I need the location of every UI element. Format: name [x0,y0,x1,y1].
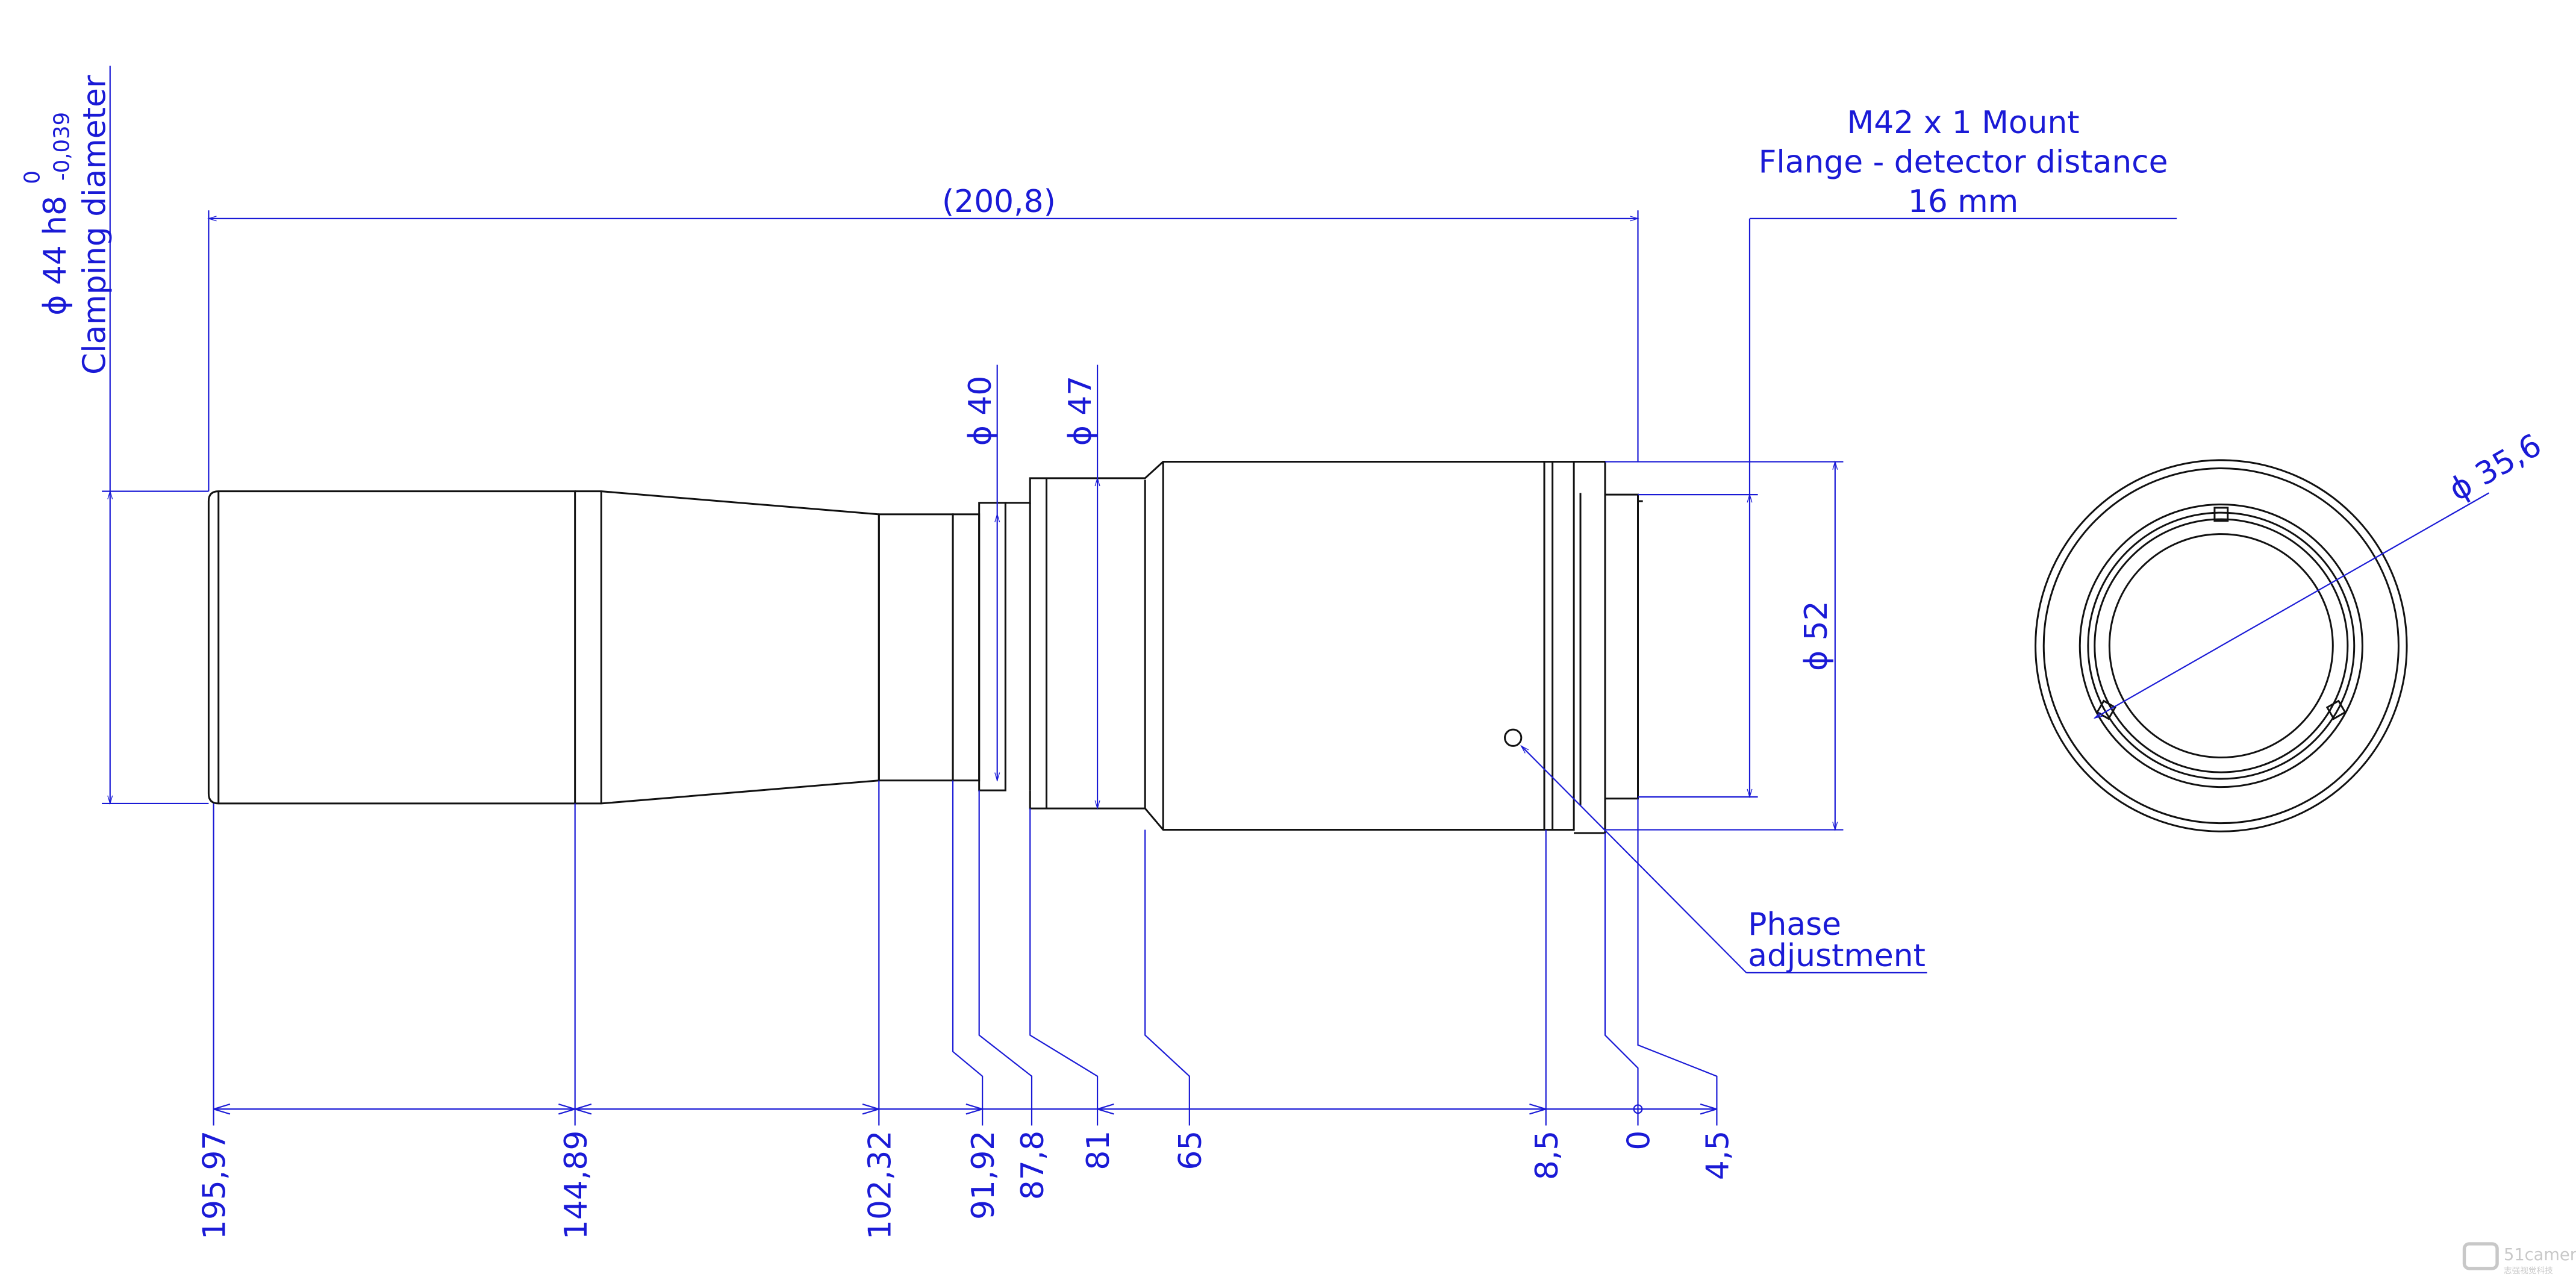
diameter-35-6: ϕ 35,6 [2443,427,2548,508]
clamp-tol-lower: -0,039 [50,112,75,181]
phase-label-2: adjustment [1748,938,1926,974]
watermark-sub: 志强视觉科技 [2504,1266,2553,1276]
diameter-47: ϕ 47 [1062,376,1099,446]
clamp-tol-upper: 0 [20,170,45,184]
watermark-logo: 51camera 志强视觉科技 [2462,1242,2576,1276]
overall-length: (200,8) [942,184,1056,220]
diameter-40: ϕ 40 [962,376,999,446]
clamping-diameter-text: Clamping diameter [77,75,113,375]
position-label: 65 [1173,1131,1209,1170]
phase-label-1: Phase [1748,907,1841,943]
diameter-52: ϕ 52 [1798,601,1835,671]
position-label: 91,92 [965,1131,1002,1220]
position-label: 4,5 [1700,1131,1736,1180]
mount-line-2: Flange - detector distance [1759,144,2168,180]
position-label: 144,89 [558,1131,594,1240]
position-label: 195,97 [197,1131,233,1240]
position-label: 8,5 [1529,1131,1565,1180]
position-label: 102,32 [862,1131,898,1240]
position-label: 0 [1621,1131,1658,1150]
mount-line-3: 16 mm [1908,184,2018,220]
phase-adjust-hole [1504,728,1523,747]
clamp-diameter-label: ϕ 44 h8 [37,196,73,316]
watermark-brand: 51camera [2504,1246,2576,1264]
lens-front-view [2035,459,2408,832]
dimensions [102,66,2177,1126]
position-label: 87,8 [1015,1131,1051,1200]
position-label: 81 [1081,1131,1117,1170]
position-labels: 195,97 144,89 102,32 91,92 87,8 81 65 8,… [197,1131,1736,1240]
mount-line-1: M42 x 1 Mount [1847,105,2080,141]
lens-side-view [207,461,1643,834]
